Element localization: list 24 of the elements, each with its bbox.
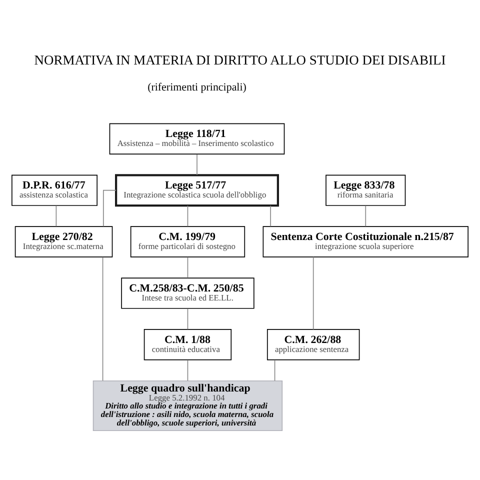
node-box: C.M. 199/79 forme particolari di sostegno (130, 226, 246, 257)
node-box: Sentenza Corte Costituzionale n.215/87 integrazione scuola superiore (262, 226, 468, 257)
label: (riferimenti principali) (148, 80, 246, 93)
node-box: Legge 833/78 riforma sanitaria (326, 174, 406, 206)
connector (102, 256, 104, 381)
connector (187, 204, 188, 226)
node-box: Legge 517/77 Integrazione scolastica scuola dell'obbligo (115, 174, 279, 206)
node-box: C.M.258/83-C.M. 250/85 Intese tra scuola ed EE.LL. (121, 277, 254, 308)
node-box: C.M. 262/88 applicazione sentenza (266, 328, 360, 360)
node-box: Legge quadro sull'handicap Legge 5.2.1992 n. 104 Diritto allo studio e integrazione in tutti i gradi dell'istruzione : asili nido, scuola materna, scuola dell'obbligo, scuole superiori, università (92, 380, 283, 431)
node-box: D.P.R. 616/77 assistenza scolastica (12, 174, 98, 206)
node-box: Legge 270/82 Integrazione sc.materna (14, 226, 113, 257)
connector (56, 204, 57, 226)
connector (196, 153, 198, 175)
connector (274, 359, 276, 381)
connector (365, 204, 366, 226)
connector (312, 256, 314, 330)
diagram-title: NORMATIVA IN MATERIA DI DIRITTO ALLO STUDIO DEI DISABILI (34, 52, 446, 68)
node-box: Legge 118/71 Assistenza – mobilità – Inserimento scolastico (109, 122, 285, 154)
connector (187, 308, 188, 330)
connector (187, 359, 188, 381)
node-box: C.M. 1/88 continuità educativa (144, 328, 232, 360)
connector (187, 256, 188, 278)
connector (270, 204, 271, 226)
